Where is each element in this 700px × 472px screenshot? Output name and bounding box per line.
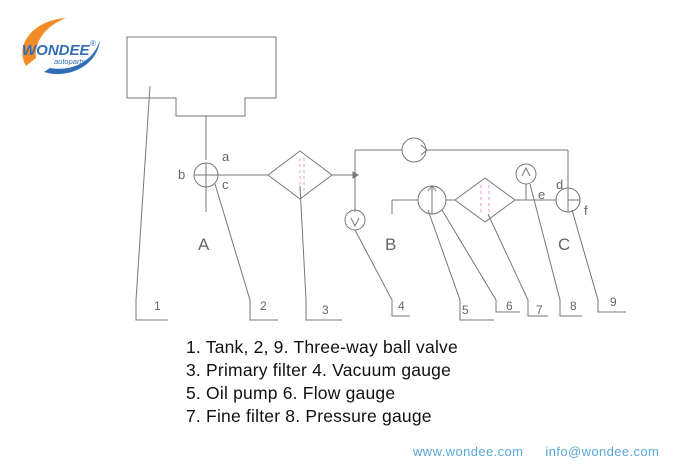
callout-8: 8 xyxy=(570,299,577,313)
legend-line-3: 5. Oil pump 6. Flow gauge xyxy=(186,383,396,403)
three-way-valve-c xyxy=(555,187,581,213)
tank xyxy=(126,36,277,117)
group-label-a: A xyxy=(198,235,210,254)
logo-swoosh-blue xyxy=(44,40,100,75)
oil-pump xyxy=(401,137,428,163)
component-legend: 1. Tank, 2, 9. Three-way ball valve 3. P… xyxy=(186,336,458,428)
callout-6: 6 xyxy=(506,299,513,313)
legend-line-4: 7. Fine filter 8. Pressure gauge xyxy=(186,406,432,426)
website-link[interactable]: www.wondee.com xyxy=(413,444,524,459)
callout-5: 5 xyxy=(462,303,469,317)
flow-gauge xyxy=(417,185,447,215)
port-label-b: b xyxy=(178,167,185,182)
pressure-gauge xyxy=(515,163,537,200)
logo-registered-mark: ® xyxy=(90,39,96,48)
three-way-valve-a xyxy=(193,162,219,212)
port-label-d: d xyxy=(556,177,563,192)
callout-1: 1 xyxy=(154,299,161,313)
callout-leaders xyxy=(135,85,626,321)
callout-7: 7 xyxy=(536,303,543,317)
legend-line-2: 3. Primary filter 4. Vacuum gauge xyxy=(186,360,451,380)
port-label-f: f xyxy=(584,203,588,218)
wondee-logo: WONDEE ® autoparts xyxy=(22,18,100,75)
group-label-b: B xyxy=(385,235,396,254)
port-label-e: e xyxy=(538,187,545,202)
email-link[interactable]: info@wondee.com xyxy=(545,444,660,459)
group-label-c: C xyxy=(558,235,570,254)
fine-filter xyxy=(454,177,516,223)
port-label-c: c xyxy=(222,177,229,192)
legend-line-1: 1. Tank, 2, 9. Three-way ball valve xyxy=(186,337,458,357)
callout-3: 3 xyxy=(322,303,329,317)
vacuum-gauge xyxy=(344,209,366,231)
logo-brand: WONDEE xyxy=(22,42,90,59)
callout-9: 9 xyxy=(610,295,617,309)
callout-2: 2 xyxy=(260,299,267,313)
contact-footer: www.wondee.com info@wondee.com xyxy=(413,444,659,459)
logo-tagline: autoparts xyxy=(54,57,86,66)
port-label-a: a xyxy=(222,149,230,164)
callout-4: 4 xyxy=(398,299,405,313)
logo-swoosh-orange xyxy=(22,18,66,66)
